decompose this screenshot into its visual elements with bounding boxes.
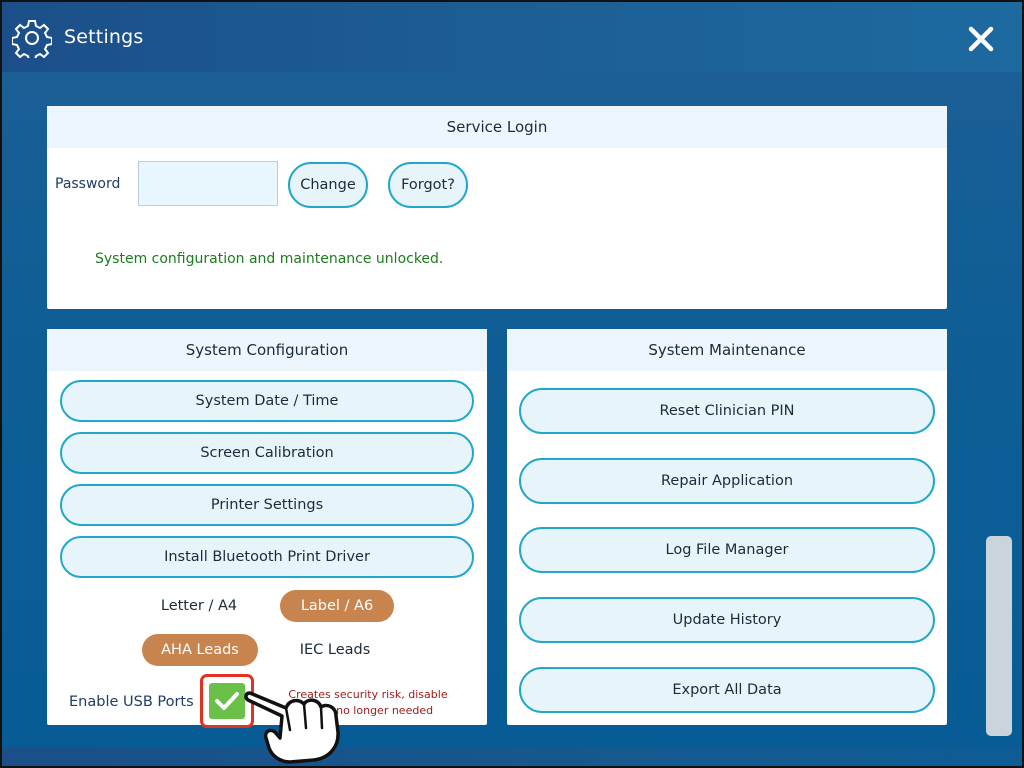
- system-maintenance-panel: System Maintenance Reset Clinician PIN R…: [507, 329, 947, 725]
- checkmark-icon: [215, 692, 239, 710]
- iec-leads-toggle[interactable]: IEC Leads: [299, 642, 371, 658]
- password-input[interactable]: [138, 161, 278, 206]
- install-bluetooth-print-driver-button[interactable]: Install Bluetooth Print Driver: [60, 536, 474, 578]
- close-icon[interactable]: [964, 22, 998, 56]
- enable-usb-ports-label: Enable USB Ports: [69, 694, 194, 710]
- repair-application-button[interactable]: Repair Application: [519, 458, 935, 504]
- printer-settings-button[interactable]: Printer Settings: [60, 484, 474, 526]
- checkbox-fill: [209, 683, 245, 719]
- service-login-panel: Service Login Password Change Forgot? Sy…: [47, 106, 947, 309]
- password-label: Password: [55, 176, 121, 192]
- screen-calibration-button[interactable]: Screen Calibration: [60, 432, 474, 474]
- forgot-button[interactable]: Forgot?: [388, 162, 468, 208]
- reset-clinician-pin-button[interactable]: Reset Clinician PIN: [519, 388, 935, 434]
- system-maintenance-heading: System Maintenance: [507, 329, 947, 371]
- paper-letter-a4-toggle[interactable]: Letter / A4: [160, 598, 238, 614]
- pointing-hand-icon: [244, 691, 340, 764]
- system-configuration-panel: System Configuration System Date / Time …: [47, 329, 487, 728]
- window-title: Settings: [64, 26, 144, 48]
- title-bar: Settings: [2, 2, 1022, 72]
- update-history-button[interactable]: Update History: [519, 597, 935, 643]
- system-date-time-button[interactable]: System Date / Time: [60, 380, 474, 422]
- enable-usb-ports-checkbox[interactable]: [200, 674, 254, 728]
- aha-leads-toggle[interactable]: AHA Leads: [142, 634, 258, 666]
- gear-icon: [12, 20, 52, 58]
- system-configuration-heading: System Configuration: [47, 329, 487, 371]
- scrollbar-thumb[interactable]: [986, 536, 1012, 736]
- export-all-data-button[interactable]: Export All Data: [519, 667, 935, 713]
- service-login-heading: Service Login: [47, 106, 947, 148]
- unlock-status-text: System configuration and maintenance unl…: [95, 251, 444, 267]
- change-button[interactable]: Change: [288, 162, 368, 208]
- log-file-manager-button[interactable]: Log File Manager: [519, 527, 935, 573]
- paper-label-a6-toggle[interactable]: Label / A6: [280, 590, 394, 622]
- bottom-bar: [2, 747, 1022, 766]
